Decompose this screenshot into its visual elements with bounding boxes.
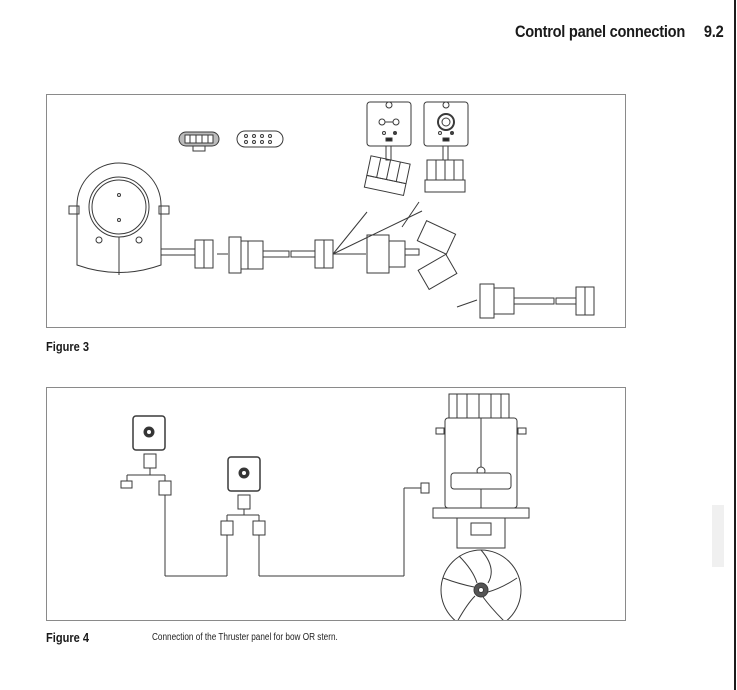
connector-pinout-male [178, 131, 220, 152]
control-panel-1 [363, 101, 412, 197]
figure-4-drawing [120, 393, 530, 620]
section-number: 9.2 [703, 22, 723, 41]
control-panel-b [220, 456, 430, 577]
connector-pinout-female [236, 130, 284, 148]
figure-3-label: Figure 3 [46, 339, 89, 354]
figure-3-diagram [46, 94, 626, 328]
thruster-motor [68, 162, 170, 275]
cable-run-1 [160, 236, 334, 274]
splitter-connector [366, 220, 458, 291]
faded-watermark [712, 505, 724, 567]
page-header: Control panel connection 9.2 [514, 22, 723, 42]
control-panel-2 [423, 101, 469, 193]
figure-4-label: Figure 4 [46, 630, 89, 645]
section-title: Control panel connection [514, 22, 685, 41]
figure-3-drawing [68, 101, 595, 319]
control-panel-a [120, 415, 227, 577]
thruster-unit [432, 393, 530, 620]
connection-arrows [332, 201, 478, 308]
page-edge-rule [734, 0, 736, 690]
figure-4-caption: Connection of the Thruster panel for bow… [152, 632, 338, 643]
cable-run-2 [479, 283, 595, 319]
figure-4-diagram [46, 387, 626, 621]
